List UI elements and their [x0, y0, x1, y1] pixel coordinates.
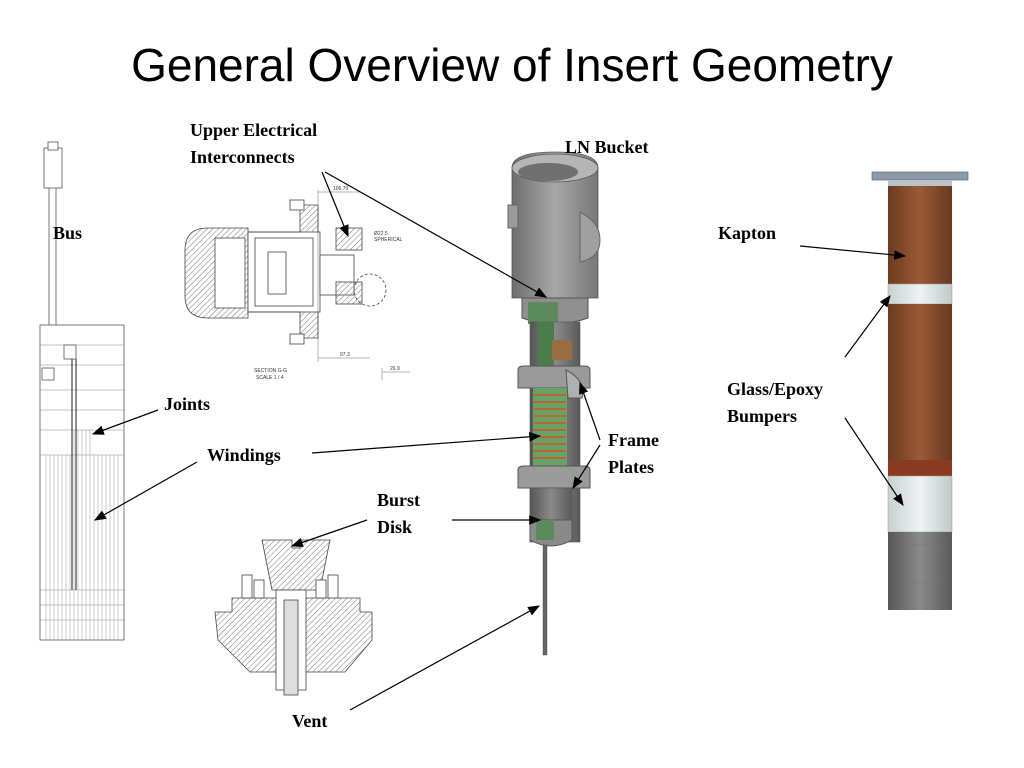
dim-top-text: 106.70 [333, 186, 349, 192]
label-frame-plates: Frame Plates [608, 430, 659, 477]
label-windings: Windings [207, 445, 281, 465]
label-burst-disk: Burst Disk [377, 490, 421, 537]
right-tube-model [871, 171, 969, 610]
label-ln-bucket: LN Bucket [565, 137, 649, 157]
upper-section-drawing: 106.70 Ø22.5 SPHERICAL 97.3 26.9 SECTION… [184, 186, 410, 381]
dim-diameter-text: Ø22.5 [374, 231, 388, 237]
arrow-windings-left [93, 461, 198, 521]
page-title: General Overview of Insert Geometry [131, 39, 893, 91]
label-bus: Bus [53, 223, 83, 243]
label-glass-epoxy-bumpers: Glass/Epoxy Bumpers [727, 379, 824, 426]
spherical-text: SPHERICAL [374, 237, 403, 243]
label-kapton: Kapton [718, 223, 777, 243]
arrow-bumper-upper [844, 295, 891, 358]
arrow-bumper-lower [844, 417, 904, 506]
center-insert-model [507, 151, 601, 656]
section-text: SECTION G-G [254, 368, 287, 374]
arrow-upper-electrical-1 [321, 171, 349, 238]
burst-disk-drawing [214, 539, 373, 696]
arrow-windings-center [311, 432, 542, 454]
dim-bottom-text: 97.3 [340, 352, 350, 358]
label-upper-electrical-interconnects: Upper Electrical Interconnects [190, 120, 318, 167]
arrow-upper-electrical-2 [324, 171, 548, 298]
arrow-joints [91, 409, 159, 435]
label-joints: Joints [164, 394, 211, 414]
dim-small-text: 26.9 [390, 366, 400, 372]
arrow-burst-disk-left [290, 519, 368, 547]
arrow-frame-plates-lower [572, 444, 601, 490]
left-insert-drawing [39, 141, 125, 641]
leader-arrows [91, 171, 907, 711]
arrow-kapton [799, 245, 907, 260]
arrow-frame-plates-upper [579, 381, 601, 441]
label-vent: Vent [292, 711, 328, 731]
arrow-vent [349, 605, 541, 711]
scale-text: SCALE 1 / 4 [256, 375, 284, 381]
